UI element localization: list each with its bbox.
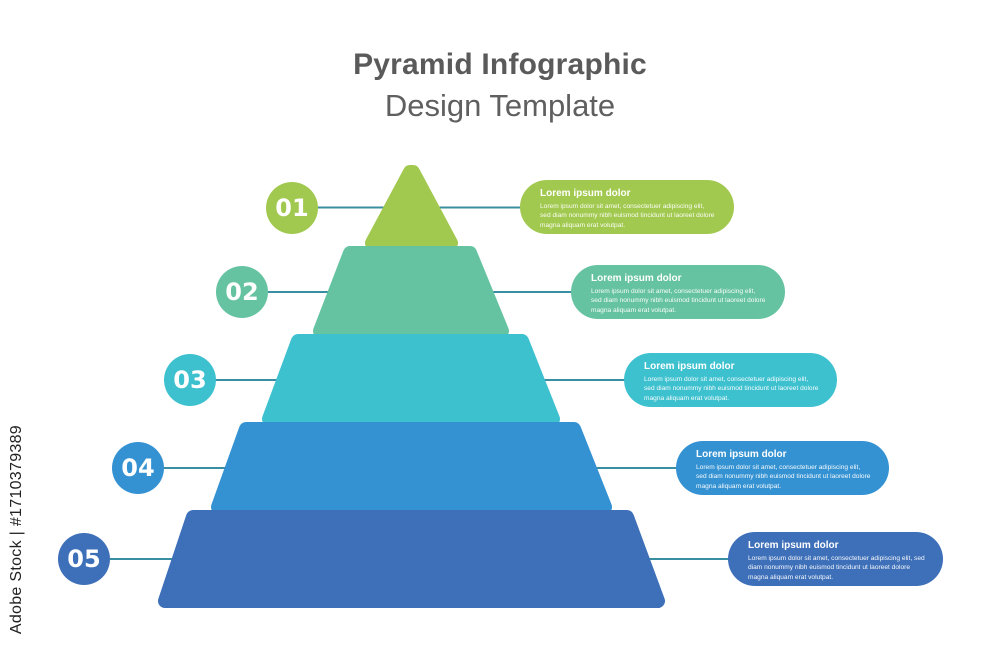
pyramid-segment-4	[211, 422, 612, 514]
level-number-badge: 05	[58, 533, 110, 585]
card-title: Lorem ipsum dolor	[540, 188, 631, 199]
level-number-badge: 03	[164, 354, 216, 406]
level-number-badge: 02	[216, 266, 268, 318]
card-body: Lorem ipsum dolor sit amet, consectetuer…	[644, 376, 819, 402]
pyramid-segment-3	[262, 334, 560, 426]
page-subtitle: Design Template	[384, 88, 616, 123]
card-body: Lorem ipsum dolor sit amet, consectetuer…	[540, 203, 715, 229]
pyramid-segment-2	[313, 246, 509, 338]
level-number-badge: 01	[266, 181, 318, 234]
card-title: Lorem ipsum dolor	[644, 361, 735, 372]
card-body: Lorem ipsum dolor sit amet, consectetuer…	[591, 288, 766, 314]
level-description-card: Lorem ipsum dolor Lorem ipsum dolor sit …	[624, 353, 837, 407]
level-description-card: Lorem ipsum dolor Lorem ipsum dolor sit …	[728, 532, 943, 586]
page-title: Pyramid Infographic	[353, 48, 647, 81]
card-body: Lorem ipsum dolor sit amet, consectetuer…	[696, 464, 871, 490]
card-title: Lorem ipsum dolor	[696, 449, 787, 460]
level-description-card: Lorem ipsum dolor Lorem ipsum dolor sit …	[520, 180, 734, 234]
pyramid-segment-1	[365, 165, 458, 250]
level-description-card: Lorem ipsum dolor Lorem ipsum dolor sit …	[571, 265, 785, 319]
stock-watermark: Adobe Stock | #1710379389	[8, 425, 25, 635]
card-title: Lorem ipsum dolor	[748, 540, 839, 551]
level-description-card: Lorem ipsum dolor Lorem ipsum dolor sit …	[676, 441, 889, 495]
level-number-badge: 04	[112, 442, 164, 494]
pyramid-segment-5	[158, 510, 665, 608]
card-body: Lorem ipsum dolor sit amet, consectetuer…	[748, 555, 925, 581]
card-title: Lorem ipsum dolor	[591, 273, 682, 284]
